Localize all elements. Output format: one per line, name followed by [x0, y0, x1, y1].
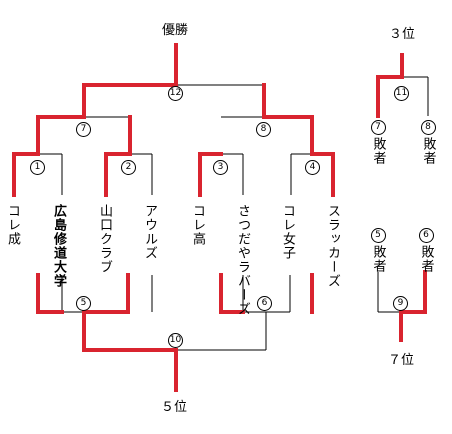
seventh-place-left-entry: 5 敗者 [370, 228, 386, 273]
match-11-circle: 11 [394, 86, 409, 101]
match-6-circle: 6 [257, 296, 272, 311]
third-right-text: 敗者 [420, 137, 436, 165]
match-1-circle: 1 [30, 160, 45, 175]
seventh-right-text: 敗者 [418, 245, 434, 273]
match-7-circle: 7 [76, 122, 91, 137]
seventh-right-num: 6 [418, 228, 434, 243]
team-yamaguchi-club: 山口クラブ [97, 204, 112, 274]
third-place-right-entry: 8 敗者 [420, 120, 436, 165]
bracket-black-lines [38, 76, 429, 351]
match-2-circle: 2 [121, 160, 136, 175]
match-8-circle: 8 [256, 122, 271, 137]
third-left-text: 敗者 [370, 137, 386, 165]
team-kore-ko: コレ高 [190, 204, 205, 246]
seventh-left-num: 5 [370, 228, 386, 243]
fifth-place-label: ５位 [161, 400, 188, 415]
team-satsudaya-rubbers: さつだやラバーズ [235, 204, 250, 316]
match-3-circle: 3 [213, 160, 228, 175]
seventh-place-label: ７位 [388, 353, 415, 368]
third-place-label: ３位 [389, 27, 416, 42]
team-hiroshima-shudo: 広島修道大学 [51, 204, 66, 288]
team-owls: アウルズ [142, 204, 157, 260]
match-5-circle: 5 [76, 296, 91, 311]
match-4-circle: 4 [305, 160, 320, 175]
match-10-circle: 10 [168, 333, 183, 348]
team-kore-sei: コレ成 [5, 204, 20, 246]
seventh-left-text: 敗者 [370, 245, 386, 273]
team-kore-joshi: コレ女子 [280, 204, 295, 260]
match-9-circle: 9 [393, 296, 408, 311]
third-left-num: 7 [370, 120, 386, 135]
team-slackers: スラッカーズ [325, 204, 340, 288]
seventh-place-right-entry: 6 敗者 [418, 228, 434, 273]
bracket-winner-lines [12, 43, 427, 392]
third-right-num: 8 [420, 120, 436, 135]
winner-label: 優勝 [162, 23, 189, 38]
match-12-circle: 12 [168, 86, 183, 101]
third-place-left-entry: 7 敗者 [370, 120, 386, 165]
